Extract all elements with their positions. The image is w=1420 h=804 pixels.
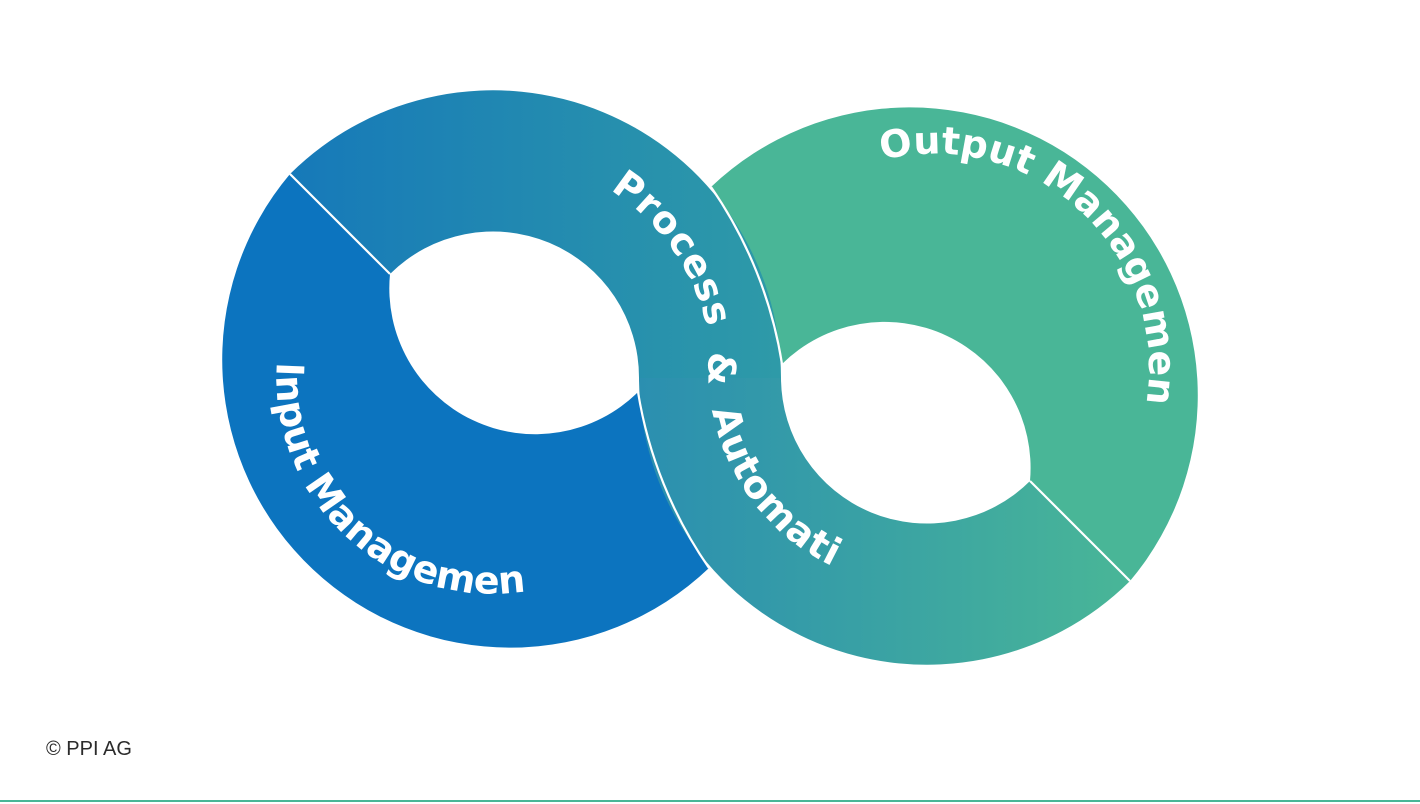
separator-input-process xyxy=(289,173,391,275)
output-management-segment xyxy=(711,107,1198,582)
process-automation-upper-band xyxy=(290,90,781,378)
process-automation-lower-band xyxy=(639,378,1130,665)
separator-process-output xyxy=(1029,480,1131,582)
separator-crossing-right xyxy=(710,186,784,365)
separator-crossing-left xyxy=(636,391,710,569)
copyright-notice: © PPI AG xyxy=(46,738,132,760)
separator-lines xyxy=(289,173,1131,582)
footer-rule xyxy=(0,800,1420,802)
input-management-segment xyxy=(222,174,709,648)
